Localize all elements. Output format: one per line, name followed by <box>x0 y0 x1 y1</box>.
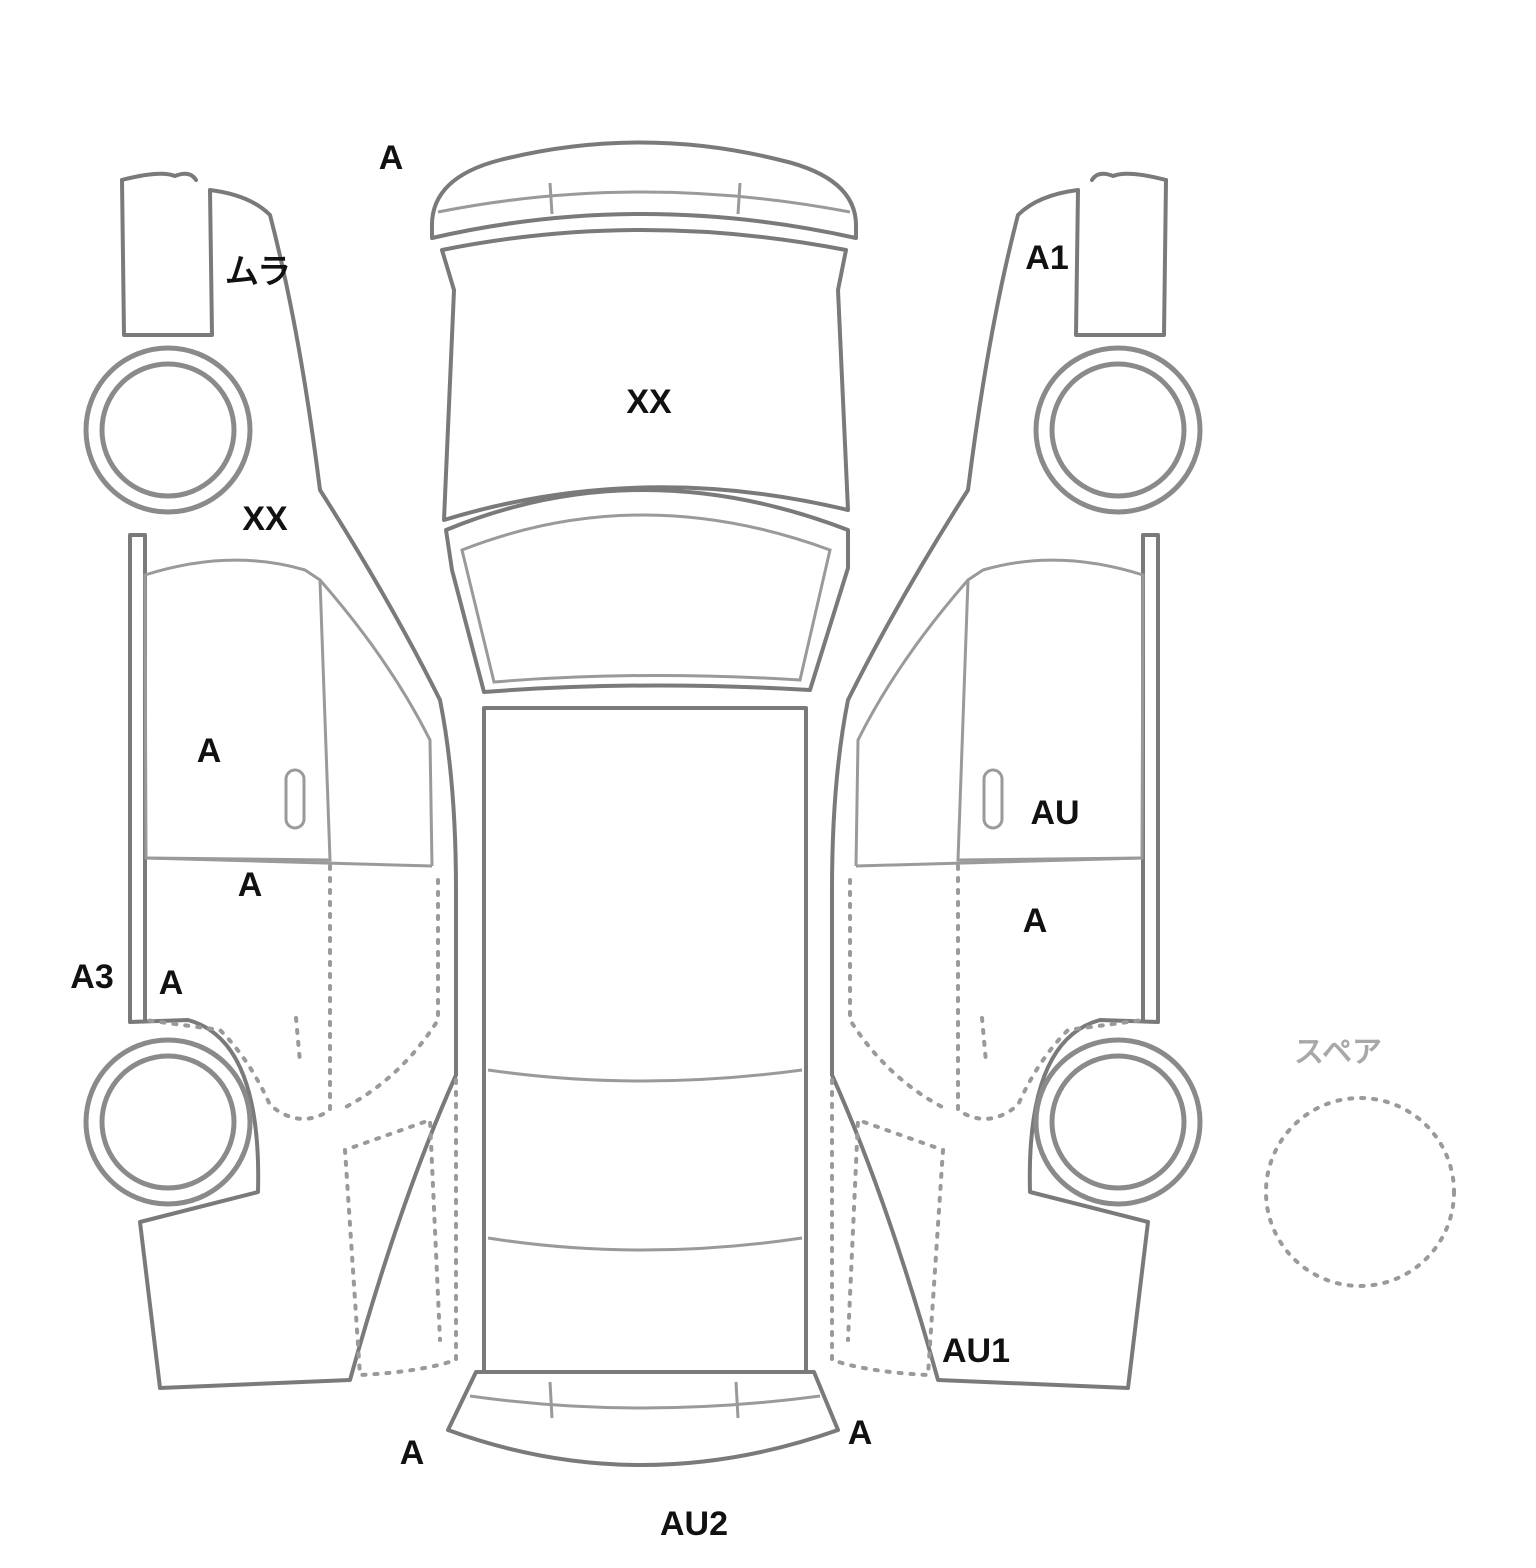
spare-tire-outline <box>1264 1096 1456 1288</box>
label-hood: XX <box>626 383 672 421</box>
label-top-left-a: A <box>378 139 404 177</box>
front-bumper <box>429 140 859 240</box>
label-left-rear-door-lower: A <box>158 964 184 1002</box>
label-rear-bumper: AU2 <box>659 1505 729 1543</box>
windshield <box>444 488 850 694</box>
hood <box>440 228 850 522</box>
left-body-outline <box>120 178 458 1390</box>
label-right-rear-quarter: AU1 <box>941 1332 1011 1370</box>
label-right-rear-door: A <box>1022 902 1048 940</box>
roof <box>482 706 808 1374</box>
label-left-front-door: A <box>196 732 222 770</box>
car-left-side <box>83 171 458 1390</box>
label-left-rear-door-upper: A <box>237 866 263 904</box>
label-left-pillar: XX <box>242 500 288 538</box>
right-body-outline <box>830 178 1168 1390</box>
label-rear-left: A <box>399 1434 425 1472</box>
label-rear-right: A <box>847 1414 873 1452</box>
spare-label: スペア <box>1294 1035 1382 1070</box>
car-top-view <box>429 140 859 1467</box>
label-right-front-door: AU <box>1030 794 1080 832</box>
label-left-front-fender: ムラ <box>224 253 292 291</box>
label-right-front-fender: A1 <box>1025 239 1069 277</box>
label-left-rocker: A3 <box>70 958 114 996</box>
rear-bumper <box>446 1370 840 1467</box>
car-right-side <box>830 171 1203 1390</box>
